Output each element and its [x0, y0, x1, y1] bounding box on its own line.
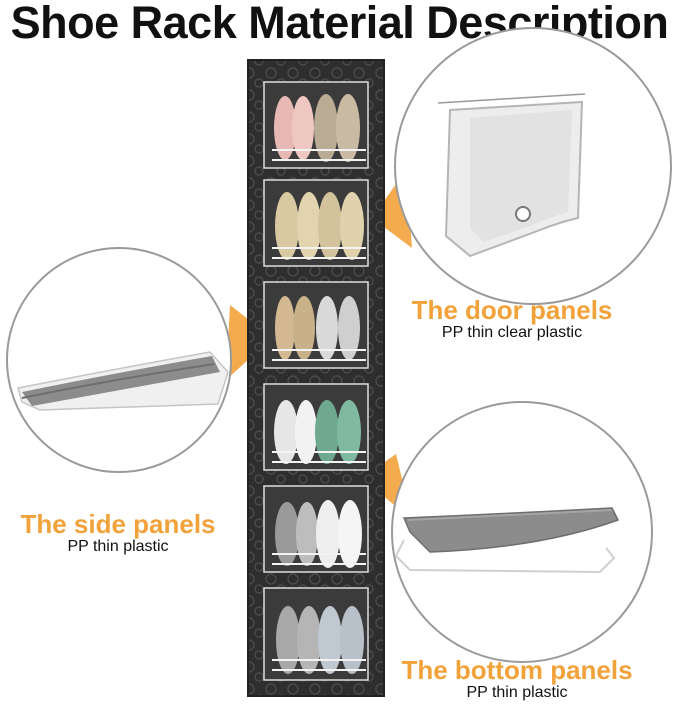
wire-rails: [272, 149, 366, 671]
door-panel-subtitle: PP thin clear plastic: [441, 324, 583, 341]
shoe-rack-tower: [247, 59, 385, 697]
bottom-panel-subtitle: PP thin plastic: [466, 684, 568, 701]
shoes: [274, 94, 364, 674]
side-panel-subtitle: PP thin plastic: [67, 538, 169, 555]
side-panel-title: The side panels: [20, 509, 216, 539]
side-panel-callout: [6, 247, 232, 473]
side-panel-caption: The side panels PP thin plastic: [8, 510, 228, 556]
door-panel-callout: [394, 27, 672, 305]
door-panel-title: The door panels: [411, 295, 613, 325]
bottom-panel-callout: [391, 401, 653, 663]
bottom-panel-title: The bottom panels: [401, 655, 633, 685]
bottom-panel-caption: The bottom panels PP thin plastic: [382, 656, 652, 702]
door-panel-caption: The door panels PP thin clear plastic: [400, 296, 624, 342]
